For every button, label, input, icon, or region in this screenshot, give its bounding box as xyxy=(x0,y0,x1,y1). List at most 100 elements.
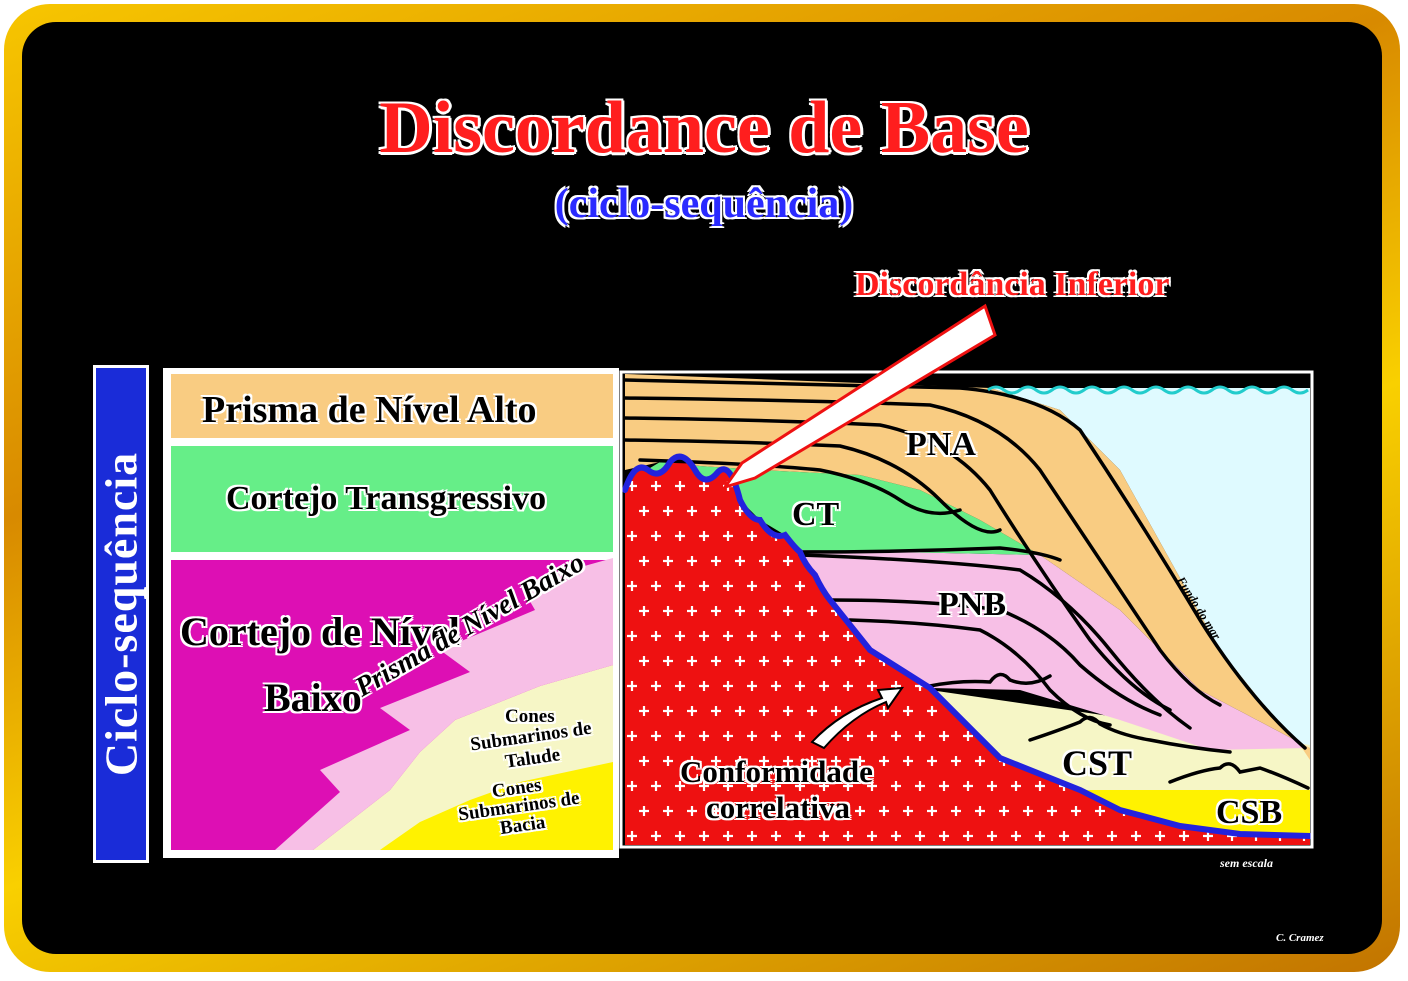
discordancia-arrow xyxy=(721,303,997,490)
plus-mark xyxy=(795,781,805,791)
section-cst-label: CST xyxy=(1062,743,1133,783)
section-pna-label: PNA xyxy=(906,426,976,463)
sea-level-line xyxy=(987,385,1309,395)
plus-mark xyxy=(831,756,841,766)
plus-mark xyxy=(819,781,829,791)
plus-mark xyxy=(819,681,829,691)
plus-mark xyxy=(831,806,841,816)
plus-mark xyxy=(951,806,961,816)
strata-lines xyxy=(623,378,1310,790)
plus-mark xyxy=(735,756,745,766)
lower-unconformity-line xyxy=(622,453,1313,839)
plus-mark xyxy=(843,631,853,641)
plus-mark xyxy=(651,681,661,691)
plus-mark xyxy=(627,581,637,591)
plus-mark xyxy=(939,731,949,741)
plus-mark xyxy=(771,731,781,741)
plus-mark xyxy=(1035,831,1045,841)
legend-cst-label-1: Cones xyxy=(505,706,555,727)
plus-mark xyxy=(711,606,721,616)
author-credit: C. Cramez xyxy=(1276,932,1324,944)
plus-mark xyxy=(675,781,685,791)
plus-mark xyxy=(687,706,697,716)
plus-mark xyxy=(879,706,889,716)
plus-mark xyxy=(927,756,937,766)
plus-mark xyxy=(855,806,865,816)
plus-mark xyxy=(867,781,877,791)
plus-mark xyxy=(639,656,649,666)
plus-mark xyxy=(891,731,901,741)
section-ct-label: CT xyxy=(792,496,840,533)
plus-mark xyxy=(783,806,793,816)
plus-mark xyxy=(627,831,637,841)
plus-mark xyxy=(759,706,769,716)
plus-mark xyxy=(855,656,865,666)
plus-mark xyxy=(939,831,949,841)
plus-mark xyxy=(699,581,709,591)
plus-mark xyxy=(735,706,745,716)
plus-mark xyxy=(675,481,685,491)
plus-mark xyxy=(651,581,661,591)
conformidade-label-2: correlativa xyxy=(706,790,851,825)
plus-mark xyxy=(795,681,805,691)
plus-mark xyxy=(819,631,829,641)
plus-mark xyxy=(699,781,709,791)
plus-mark xyxy=(651,481,661,491)
legend-ct-label: Cortejo Transgressivo xyxy=(226,480,547,517)
plus-mark xyxy=(999,806,1009,816)
plus-mark xyxy=(915,781,925,791)
plus-mark xyxy=(639,706,649,716)
plus-mark xyxy=(807,656,817,666)
plus-mark xyxy=(771,831,781,841)
plus-mark xyxy=(843,681,853,691)
plus-mark xyxy=(783,706,793,716)
plus-mark xyxy=(927,706,937,716)
plus-mark xyxy=(675,531,685,541)
plus-mark xyxy=(987,831,997,841)
plus-mark xyxy=(747,831,757,841)
plus-mark xyxy=(1179,831,1189,841)
plus-mark xyxy=(903,756,913,766)
plus-mark xyxy=(723,531,733,541)
plus-mark xyxy=(879,806,889,816)
plus-mark xyxy=(651,631,661,641)
plus-mark xyxy=(747,731,757,741)
plus-mark xyxy=(747,581,757,591)
plus-mark xyxy=(867,831,877,841)
plus-mark xyxy=(1011,781,1021,791)
plus-mark xyxy=(951,756,961,766)
legend-pna-fill xyxy=(171,374,613,438)
plus-mark xyxy=(699,731,709,741)
plus-mark xyxy=(663,506,673,516)
plus-mark xyxy=(699,831,709,841)
plus-mark xyxy=(843,831,853,841)
basement-fill xyxy=(625,456,1310,845)
plus-mark xyxy=(663,606,673,616)
plus-mark xyxy=(987,781,997,791)
plus-mark xyxy=(807,756,817,766)
plus-mark xyxy=(891,781,901,791)
plus-mark xyxy=(687,756,697,766)
plus-mark xyxy=(687,656,697,666)
plus-mark xyxy=(783,656,793,666)
plus-mark xyxy=(687,506,697,516)
plus-mark xyxy=(675,731,685,741)
plus-mark xyxy=(783,556,793,566)
legend-pna-label: Prisma de Nível Alto xyxy=(202,389,537,431)
plus-mark xyxy=(687,556,697,566)
plus-mark xyxy=(735,556,745,566)
plus-mark xyxy=(1047,806,1057,816)
plus-mark xyxy=(903,806,913,816)
plus-mark xyxy=(867,731,877,741)
plus-mark xyxy=(819,831,829,841)
plus-mark xyxy=(831,706,841,716)
plus-mark xyxy=(699,481,709,491)
plus-mark xyxy=(783,606,793,616)
plus-mark xyxy=(843,731,853,741)
plus-mark xyxy=(807,706,817,716)
plus-mark xyxy=(747,531,757,541)
plus-mark xyxy=(639,806,649,816)
plus-mark xyxy=(639,556,649,566)
section-pna-fill xyxy=(625,374,1310,760)
sea-water xyxy=(990,388,1310,760)
